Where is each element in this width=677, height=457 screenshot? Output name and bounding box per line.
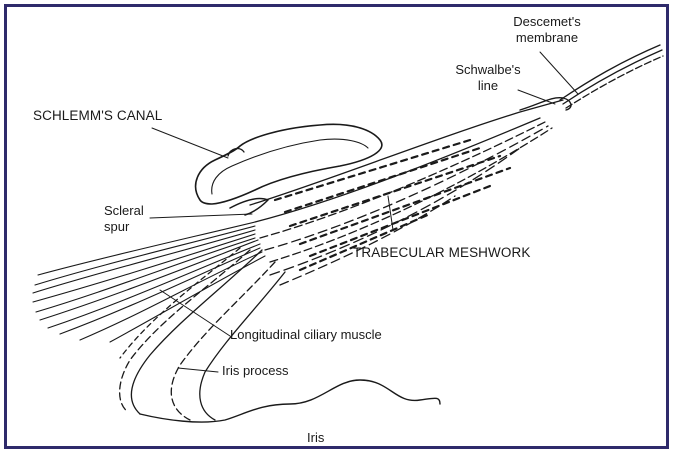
iris-surface <box>140 380 440 422</box>
label-iris-process: Iris process <box>222 363 288 379</box>
label-scleral-spur: Scleral spur <box>104 203 144 235</box>
label-schwalbes-line: Schwalbe's line <box>443 62 533 94</box>
label-scleral-line2: spur <box>104 219 144 235</box>
label-descemets-line1: Descemet's <box>492 14 602 30</box>
label-schwalbes-line2: line <box>443 78 533 94</box>
label-trabecular-meshwork: TRABECULAR MESHWORK <box>353 245 530 261</box>
label-schlemms-canal: SCHLEMM'S CANAL <box>33 108 162 124</box>
label-descemets-line2: membrane <box>492 30 602 46</box>
schlemms-canal-inner <box>212 139 368 194</box>
label-descemets-membrane: Descemet's membrane <box>492 14 602 46</box>
label-schwalbes-line1: Schwalbe's <box>443 62 533 78</box>
descemet-membrane <box>560 45 663 108</box>
label-scleral-line1: Scleral <box>104 203 144 219</box>
label-longitudinal-ciliary-muscle: Longitudinal ciliary muscle <box>230 327 382 343</box>
leader-lines <box>150 52 578 372</box>
ciliary-muscle-fibers <box>33 222 265 342</box>
label-iris: Iris <box>307 430 324 446</box>
